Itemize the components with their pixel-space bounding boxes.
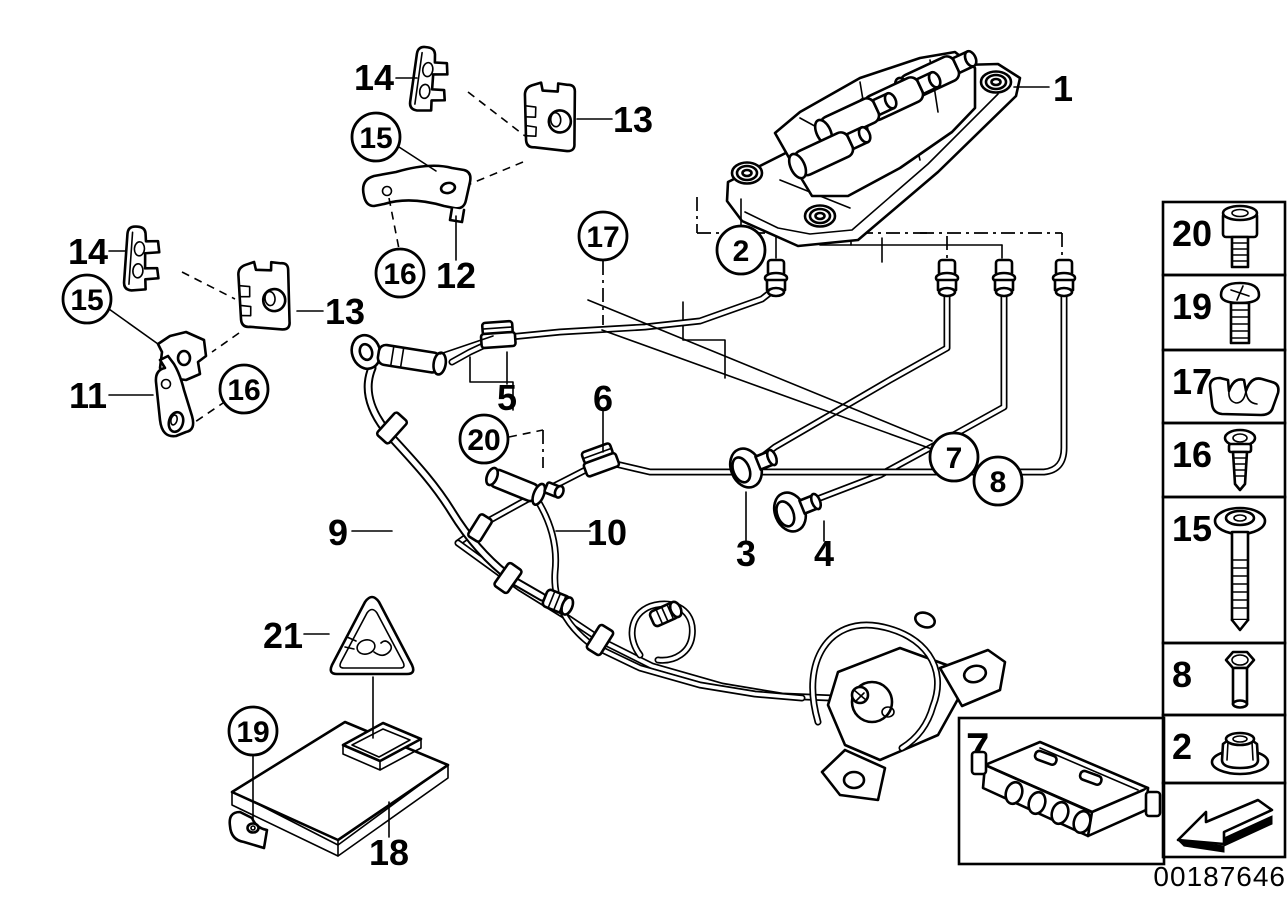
leader-lines (108, 77, 1050, 838)
legend-item-19[interactable]: 19 (1161, 273, 1287, 352)
banjo-fitting (350, 333, 494, 376)
hose-loop-fitting (648, 600, 683, 628)
label-3[interactable]: 3 (736, 533, 756, 574)
legend-item-16[interactable]: 16 (1161, 421, 1287, 499)
hose9-end-fitting (541, 588, 575, 616)
callout-19-label: 19 (236, 716, 269, 749)
bracket-11 (154, 354, 195, 438)
elbow-union-20 (485, 466, 565, 506)
hose-9 (363, 363, 547, 602)
legend-item-16-number: 16 (1172, 434, 1212, 475)
flange-nut-icon (1210, 731, 1270, 776)
legend-item-15[interactable]: 15 (1161, 495, 1287, 645)
clip-13-left (237, 260, 291, 331)
callout-2-label: 2 (733, 235, 750, 268)
image-number: 00187646 (1153, 861, 1286, 892)
valve-block-assembly (725, 49, 1022, 248)
legend-item-17[interactable]: 17 (1161, 348, 1287, 425)
label-12[interactable]: 12 (436, 255, 476, 296)
callout-15-left[interactable]: 15 (61, 273, 113, 325)
clip-14-top (408, 45, 449, 112)
legend-item-8-number: 8 (1172, 654, 1192, 695)
legend-item-19-number: 19 (1172, 286, 1212, 327)
label-5[interactable]: 5 (497, 377, 517, 418)
circled-callouts: 15 16 17 15 16 2 20 7 (61, 111, 1024, 757)
label-21[interactable]: 21 (263, 615, 303, 656)
callout-8-label: 8 (990, 466, 1007, 499)
legend-direction-box[interactable] (1161, 781, 1287, 859)
callout-16-left[interactable]: 16 (218, 363, 270, 415)
grommet-connector-3 (728, 447, 779, 489)
callout-7-label: 7 (946, 442, 963, 475)
pipe-union-fittings (763, 258, 1077, 298)
valve-connector-block-icon (970, 740, 1162, 838)
label-13-top[interactable]: 13 (613, 99, 653, 140)
label-6[interactable]: 6 (593, 378, 613, 419)
callout-20-label: 20 (467, 424, 500, 457)
callout-16-left-label: 16 (227, 374, 260, 407)
label-11[interactable]: 11 (69, 375, 107, 416)
warning-triangle-label (329, 595, 415, 676)
callout-19[interactable]: 19 (227, 705, 279, 757)
hex-bolt-icon (1224, 650, 1256, 709)
legend-item-2[interactable]: 2 (1161, 713, 1287, 785)
solenoid-valves (787, 49, 978, 180)
label-14-top[interactable]: 14 (354, 57, 394, 98)
callout-15-top[interactable]: 15 (350, 111, 402, 163)
callout-17-label: 17 (586, 221, 619, 254)
pipe-3 (758, 286, 951, 461)
callout-15-top-label: 15 (359, 122, 392, 155)
left-clip-cluster (122, 225, 291, 438)
callout-2[interactable]: 2 (715, 224, 767, 276)
label-1[interactable]: 1 (1053, 68, 1073, 109)
inset-box-7[interactable]: 7 (957, 716, 1166, 866)
callout-16-top-label: 16 (383, 258, 416, 291)
legend-item-2-number: 2 (1172, 726, 1192, 767)
direction-arrow-icon (1176, 798, 1274, 853)
label-9[interactable]: 9 (328, 512, 348, 553)
legend-item-15-number: 15 (1172, 508, 1212, 549)
pipe-clip-icon (1208, 376, 1280, 417)
plate-grommets (730, 70, 1013, 228)
torx-screw-icon (1223, 428, 1257, 492)
grommet-connector-4 (772, 491, 823, 533)
plain-labels: 14 13 12 14 13 11 1 5 6 3 4 9 10 21 18 (68, 57, 1073, 873)
callout-8[interactable]: 8 (972, 455, 1024, 507)
flange-head-screw-icon (1213, 506, 1267, 632)
callout-20[interactable]: 20 (458, 413, 510, 465)
legend-item-17-number: 17 (1172, 361, 1212, 402)
clip-14-left (122, 225, 161, 292)
lower-bracket (820, 646, 1007, 802)
u-pipe-over-bracket (809, 611, 941, 752)
legend-sidebar: 20 19 17 (1153, 200, 1287, 892)
label-13-left[interactable]: 13 (325, 291, 365, 332)
label-4[interactable]: 4 (814, 533, 834, 574)
bracket-12 (361, 164, 472, 224)
callout-17[interactable]: 17 (577, 210, 629, 262)
socket-head-screw-icon (1221, 204, 1259, 269)
legend-item-8[interactable]: 8 (1161, 641, 1287, 717)
label-14-left[interactable]: 14 (68, 231, 108, 272)
label-18[interactable]: 18 (369, 832, 409, 873)
pipe6-clip-fitting (580, 442, 621, 478)
legend-item-20[interactable]: 20 (1161, 200, 1287, 277)
clip-13-top (523, 81, 577, 153)
pipe5-clip-fitting (479, 319, 517, 350)
legend-item-20-number: 20 (1172, 213, 1212, 254)
hose-sleeves (375, 411, 615, 657)
pan-head-screw-icon (1219, 281, 1261, 345)
callout-16-top[interactable]: 16 (374, 247, 426, 299)
label-10[interactable]: 10 (587, 512, 627, 553)
callout-7[interactable]: 7 (928, 431, 980, 483)
callout-15-left-label: 15 (70, 284, 103, 317)
control-unit-18 (228, 720, 450, 857)
top-clip-cluster (361, 45, 577, 224)
